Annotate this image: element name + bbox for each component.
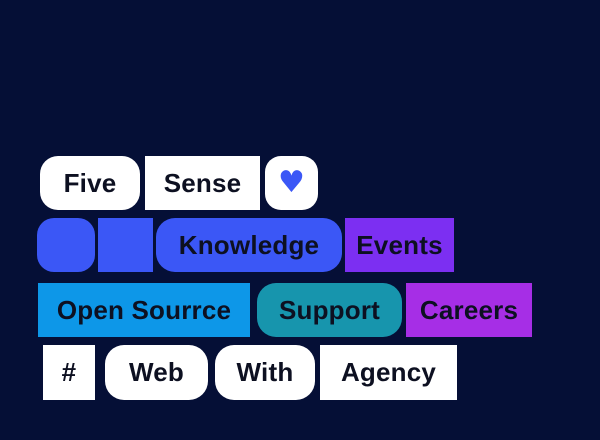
chip-events[interactable]: Events xyxy=(345,218,454,272)
row-nav-secondary: Open Sourrce Support Careers xyxy=(38,283,532,337)
row-brand: Five Sense ♥ xyxy=(40,156,318,210)
row-nav-primary: Knowledge Events xyxy=(37,218,454,272)
chip-with[interactable]: With xyxy=(215,345,315,400)
chip-label: Events xyxy=(356,229,443,260)
chip-label: Knowledge xyxy=(178,229,320,260)
chip-label: Agency xyxy=(340,357,437,387)
chip-hash[interactable]: # xyxy=(43,345,95,400)
favorite-button[interactable]: ♥ xyxy=(265,156,318,210)
chip-careers[interactable]: Careers xyxy=(406,283,532,337)
chip-label: Support xyxy=(278,294,381,325)
chip-label: Sense xyxy=(163,167,242,198)
row-tags: # Web With Agency xyxy=(43,345,457,400)
heart-icon: ♥ xyxy=(277,165,306,200)
chip-decor-square xyxy=(98,218,153,272)
chip-agency[interactable]: Agency xyxy=(320,345,457,400)
chip-open-sourrce[interactable]: Open Sourrce xyxy=(38,283,250,337)
chip-label: Five xyxy=(63,167,117,198)
chip-support[interactable]: Support xyxy=(257,283,402,337)
chip-knowledge[interactable]: Knowledge xyxy=(156,218,342,272)
chip-label: Careers xyxy=(419,294,519,325)
chip-label: With xyxy=(236,357,294,387)
chip-sense[interactable]: Sense xyxy=(145,156,260,210)
chip-decor-square-rounded xyxy=(37,218,95,272)
chip-label: # xyxy=(61,357,77,387)
chip-label: Open Sourrce xyxy=(56,294,232,325)
chip-label: Web xyxy=(128,357,184,387)
chip-web[interactable]: Web xyxy=(105,345,208,400)
chip-five[interactable]: Five xyxy=(40,156,140,210)
